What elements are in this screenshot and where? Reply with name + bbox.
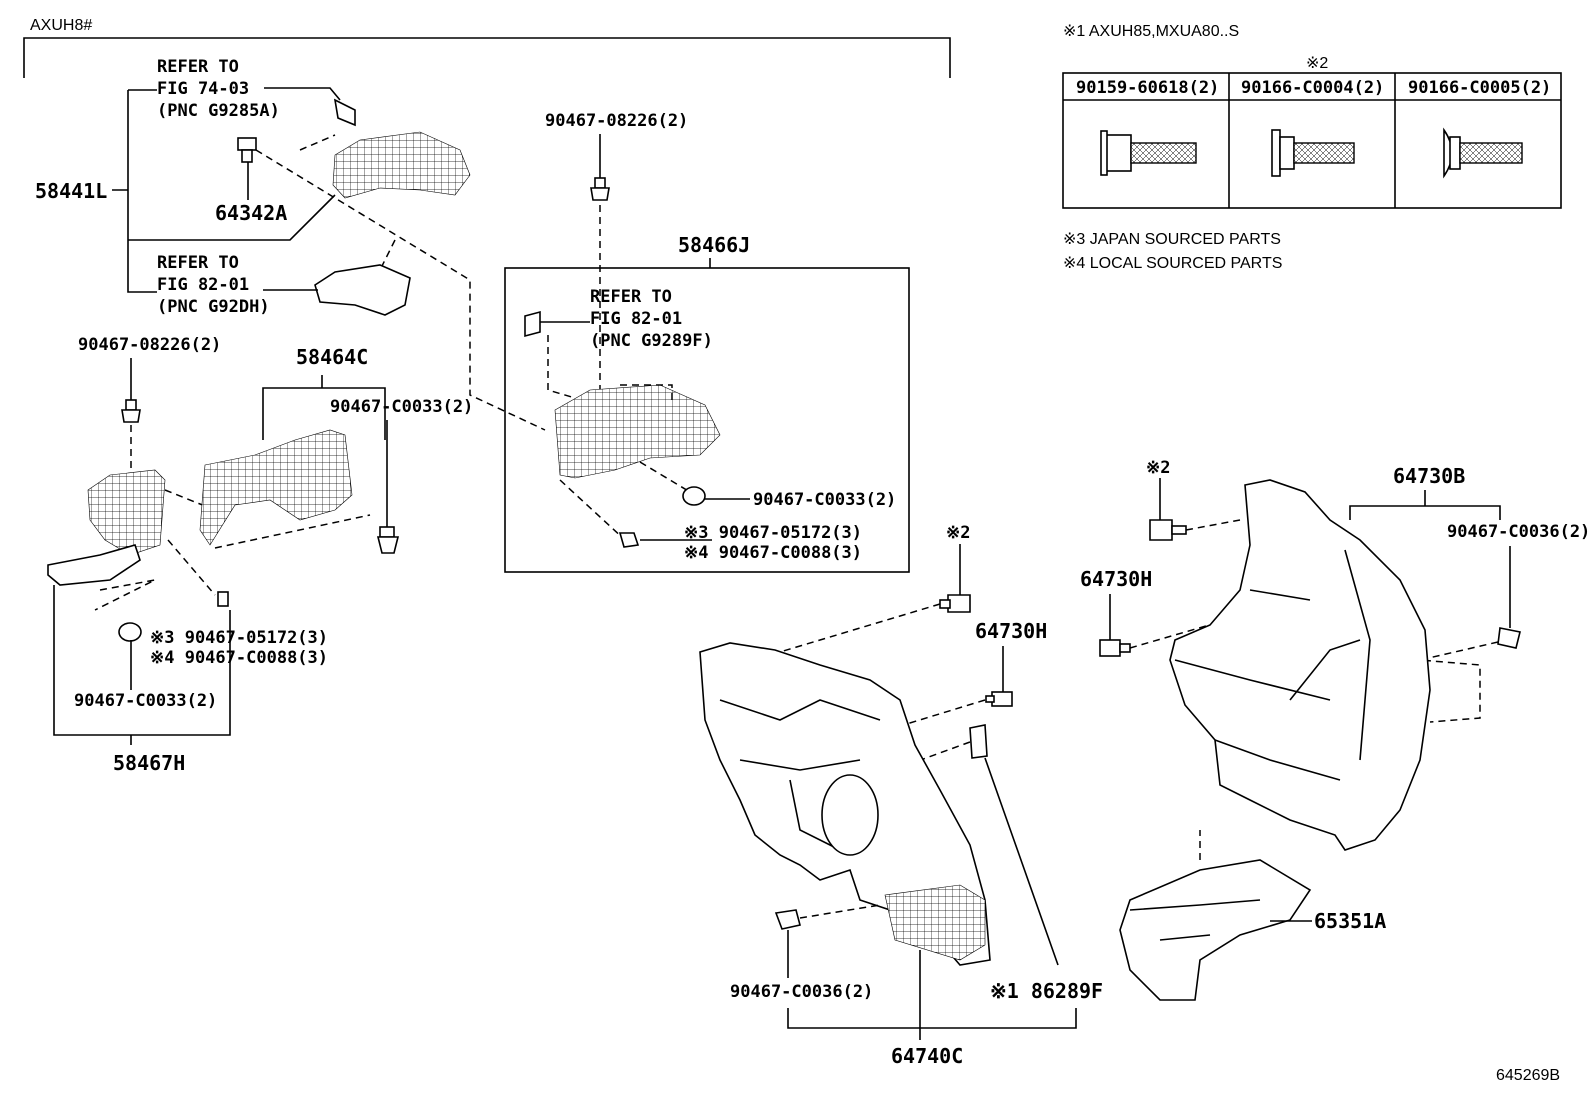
mark-2-right: ※2 (1146, 458, 1170, 478)
side-trim-left (87, 469, 166, 556)
ref2-line3: (PNC G92DH) (157, 297, 270, 317)
cover-65351A (1119, 859, 1312, 1001)
label-64730H-right: 64730H (1080, 567, 1152, 591)
model-bracket (23, 37, 951, 78)
clip-C0036-center-icon (774, 909, 801, 930)
bolt-col-1: 90159-60618(2) (1076, 78, 1219, 98)
label-90467-C0033-left: 90467-C0033(2) (74, 691, 217, 711)
ref2-line1: REFER TO (157, 253, 239, 273)
note-3: ※3 JAPAN SOURCED PARTS (1063, 231, 1281, 248)
speaker-opening (821, 774, 879, 856)
ref1-line3: (PNC G9285A) (157, 101, 280, 121)
clip-64342A-icon (237, 137, 257, 163)
label-90467-08226-top: 90467-08226(2) (545, 111, 688, 131)
group-58441L: REFER TO FIG 74-03 (PNC G9285A) 58441L 6… (35, 57, 546, 431)
bolt-col-2: 90166-C0004(2) (1241, 78, 1384, 98)
ref1-line2: FIG 74-03 (157, 79, 249, 99)
clip-mid-icon (376, 526, 400, 554)
ref-clip-icon (333, 98, 356, 127)
label-86289F: ※1 86289F (990, 979, 1103, 1003)
label-58466J: 58466J (678, 233, 750, 257)
deck-side-frame (1169, 479, 1431, 851)
bracket-86289F (969, 724, 988, 759)
group-64740C: ※2 64730H ※1 86289F 90467-C0036(2) 64740… (699, 523, 1103, 1068)
push-clip-top-icon (590, 177, 610, 201)
quarter-trim-panel (199, 429, 353, 546)
label-64342A: 64342A (215, 201, 287, 225)
label-90467-08226-left: 90467-08226(2) (78, 335, 221, 355)
label-58464C: 58464C (296, 345, 368, 369)
retainer-icon (217, 591, 229, 607)
model-code: AXUH8# (30, 17, 92, 34)
flange-bolt-icon (1100, 130, 1197, 176)
rear-garnish-upper (332, 131, 471, 199)
label-64730H-center: 64730H (975, 619, 1047, 643)
label-90467-C0036-center: 90467-C0036(2) (730, 982, 873, 1002)
group-58467H: 90467-08226(2) ※3 90467-05172(3) ※4 9046… (47, 335, 328, 775)
mark-2-center: ※2 (946, 523, 970, 543)
clip-box-b-icon (618, 532, 640, 548)
group-58466J: 58466J 90467-08226(2) REFER TO FIG 82-01… (504, 111, 910, 573)
bolt-64730H-center-icon (985, 691, 1013, 707)
group-64730B: 64730B 90467-C0036(2) ※2 64730H 65351A (1080, 458, 1590, 1001)
label-65351A: 65351A (1314, 909, 1386, 933)
label-64730B: 64730B (1393, 464, 1465, 488)
side-trim-base (47, 544, 141, 586)
clip-C0036-right-icon (1497, 627, 1521, 649)
bolt-center-icon (939, 594, 971, 613)
bolt-right-icon (1149, 519, 1187, 541)
ref-clip-box-icon (524, 310, 541, 338)
subwoofer-grille (884, 884, 986, 961)
ref3-line3: (PNC G9289F) (590, 331, 713, 351)
ref3-line1: REFER TO (590, 287, 672, 307)
label-mark3-left: ※3 90467-05172(3) (150, 628, 328, 648)
grommet-clip-icon (118, 622, 142, 642)
label-90467-C0033-box: 90467-C0033(2) (753, 490, 896, 510)
note-1: ※1 AXUH85,MXUA80..S (1063, 23, 1239, 40)
bolt-table-mark: ※2 (1306, 55, 1328, 72)
ref1-line1: REFER TO (157, 57, 239, 77)
group-58466J-box (504, 267, 910, 573)
label-58441L: 58441L (35, 179, 107, 203)
label-90467-C0033-mid: 90467-C0033(2) (330, 397, 473, 417)
label-mark4-left: ※4 90467-C0088(3) (150, 648, 328, 668)
label-mark3-box: ※3 90467-05172(3) (684, 523, 862, 543)
round-head-bolt-icon (1443, 127, 1523, 179)
light-housing-part (314, 264, 411, 316)
diagram-id: 645269B (1496, 1067, 1560, 1084)
label-64740C: 64740C (891, 1044, 963, 1068)
group-58464C: 58464C 90467-C0033(2) (199, 345, 473, 554)
note-4: ※4 LOCAL SOURCED PARTS (1063, 255, 1282, 272)
bolt-table: ※2 90159-60618(2) 90166-C0004(2) 90166-C… (1062, 55, 1562, 209)
ref2-line2: FIG 82-01 (157, 275, 249, 295)
ref3-line2: FIG 82-01 (590, 309, 682, 329)
push-clip-icon (121, 399, 141, 423)
label-mark4-box: ※4 90467-C0088(3) (684, 543, 862, 563)
label-58467H: 58467H (113, 751, 185, 775)
washer-bolt-icon (1271, 129, 1355, 177)
bolt-64730H-right-icon (1099, 639, 1131, 657)
clip-box-a-icon (682, 486, 706, 506)
deck-side-trim (554, 384, 721, 479)
label-90467-C0036-right: 90467-C0036(2) (1447, 522, 1590, 542)
bolt-col-3: 90166-C0005(2) (1408, 78, 1551, 98)
